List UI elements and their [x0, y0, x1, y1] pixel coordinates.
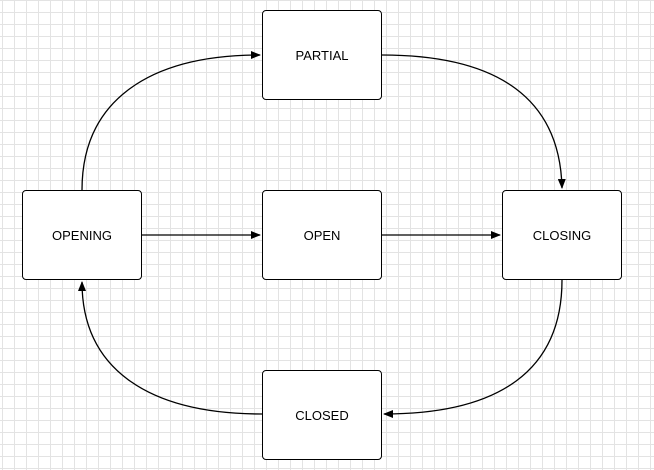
- state-closing[interactable]: CLOSING: [502, 190, 622, 280]
- state-partial[interactable]: PARTIAL: [262, 10, 382, 100]
- arrow-opening-to-partial: [81, 51, 261, 191]
- state-partial-label: PARTIAL: [295, 47, 349, 63]
- state-open[interactable]: OPEN: [262, 190, 382, 280]
- state-closing-label: CLOSING: [532, 227, 592, 243]
- state-closed[interactable]: CLOSED: [262, 370, 382, 460]
- state-opening-label: OPENING: [52, 227, 112, 243]
- state-opening[interactable]: OPENING: [22, 190, 142, 280]
- arrow-closing-to-closed: [383, 279, 563, 418]
- state-open-label: OPEN: [303, 227, 341, 243]
- arrow-partial-to-closing: [381, 54, 566, 189]
- arrow-closed-to-opening: [78, 281, 263, 415]
- state-closed-label: CLOSED: [295, 407, 349, 423]
